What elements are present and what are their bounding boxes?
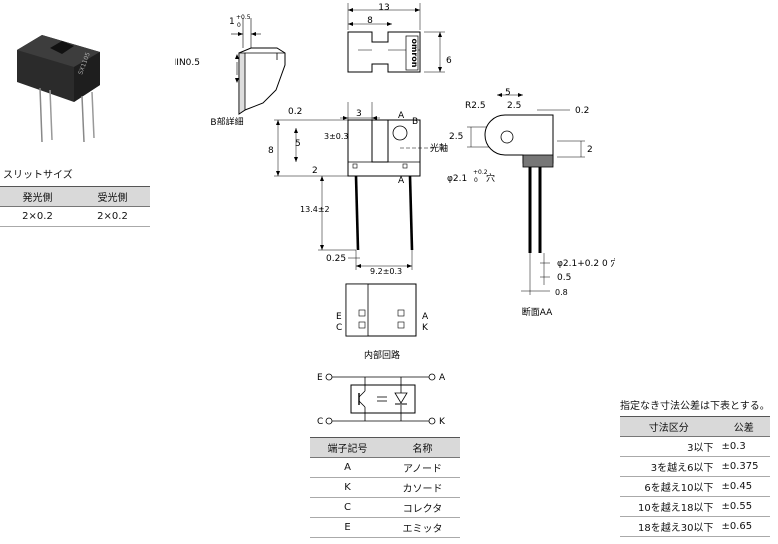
tol-value: ±0.65 xyxy=(717,516,770,537)
dim-9-2: 9.2±0.3 xyxy=(370,267,402,276)
internal-package-drawing: E C A K 内部回路 xyxy=(336,283,429,361)
circuit-e: E xyxy=(317,373,323,383)
dim-3: 3 xyxy=(356,109,362,119)
tol-range: 18を越え30以下 xyxy=(620,516,718,537)
label-a-bottom: A xyxy=(398,176,405,186)
dim-0-25: 0.25 xyxy=(326,254,346,264)
table-row: 18を越え30以下 ±0.65 xyxy=(620,516,770,537)
svg-text:0: 0 xyxy=(237,22,241,29)
label-optical-axis: 光軸 xyxy=(430,142,448,154)
dim-5: 5 xyxy=(295,139,301,149)
table-row: 10を越え18以下 ±0.55 xyxy=(620,496,770,517)
slit-table: 発光側 受光側 2×0.2 2×0.2 xyxy=(0,186,150,227)
tol-header-value: 公差 xyxy=(717,416,770,437)
dim-8: 8 xyxy=(367,16,373,26)
detail-b-min: MIN0.5 xyxy=(175,58,200,68)
circuit-k: K xyxy=(439,417,446,427)
terminal-symbol: K xyxy=(310,477,385,498)
tol-range: 3以下 xyxy=(620,436,718,457)
sec-dim-0-2: 0.2 xyxy=(575,106,589,116)
terminal-symbol: E xyxy=(310,517,385,538)
terminal-name: コレクタ xyxy=(385,497,460,518)
tol-value: ±0.55 xyxy=(717,496,770,517)
dim-3-tol: 3±0.3 xyxy=(324,132,349,141)
product-photo: SX1105 xyxy=(17,35,100,143)
svg-text:穴: 穴 xyxy=(486,172,495,184)
tolerance-table: 寸法区分 公差 3以下 ±0.3 3を越え6以下 ±0.375 6を越え10以下… xyxy=(620,416,770,537)
tol-value: ±0.45 xyxy=(717,476,770,497)
slit-header-emitter: 発光側 xyxy=(0,186,75,207)
slit-header-receiver: 受光側 xyxy=(75,186,150,207)
dim-13-4: 13.4±2 xyxy=(300,205,330,214)
table-row: E エミッタ xyxy=(310,517,460,538)
sec-caption: 断面AA xyxy=(522,306,553,318)
terminal-table: 端子記号 名称 A アノード K カソード C コレクタ E エミッタ xyxy=(310,437,460,538)
detail-b-caption: B部詳細 xyxy=(210,116,243,125)
sec-dim-2-5-left: 2.5 xyxy=(449,132,463,142)
tol-range: 3を越え6以下 xyxy=(620,456,718,477)
table-row: A アノード xyxy=(310,457,460,478)
svg-text:+0.5: +0.5 xyxy=(236,14,251,21)
table-row: 3以下 ±0.3 xyxy=(620,436,770,457)
terminal-symbol: A xyxy=(310,457,385,478)
dim-6: 6 xyxy=(446,56,452,66)
table-row: 6を越え10以下 ±0.45 xyxy=(620,476,770,497)
detail-b-dim-top: 1 xyxy=(229,17,235,27)
svg-text:+0.2: +0.2 xyxy=(473,169,488,176)
terminal-name: エミッタ xyxy=(385,517,460,538)
label-a-top: A xyxy=(398,111,405,121)
sec-dim-2-5-top: 2.5 xyxy=(507,101,521,111)
main-view-drawing: 13 8 omron 6 3 0.2 5 3±0.3 8 A B A 光軸 2 … xyxy=(268,3,452,276)
sec-dim-0-5: φ2.1+0.2 0 穴 xyxy=(557,257,615,269)
sec-dim-r2-5: R2.5 xyxy=(465,101,486,111)
tol-value: ±0.375 xyxy=(717,456,770,477)
label-b: B xyxy=(412,117,418,127)
table-row: K カソード xyxy=(310,477,460,498)
dim-2: 2 xyxy=(312,166,318,176)
dim-0-2: 0.2 xyxy=(288,107,302,117)
table-row: C コレクタ xyxy=(310,497,460,518)
circuit-a: A xyxy=(439,373,446,383)
pkg-pin-a: A xyxy=(422,312,429,322)
terminal-name: アノード xyxy=(385,457,460,478)
terminal-symbol: C xyxy=(310,497,385,518)
circuit-schematic: E C A K xyxy=(317,373,446,427)
sec-dim-2: 2 xyxy=(587,145,593,155)
terminal-header-symbol: 端子記号 xyxy=(310,437,385,458)
terminal-header-name: 名称 xyxy=(385,437,460,458)
tol-range: 10を越え18以下 xyxy=(620,496,718,517)
tol-value: ±0.3 xyxy=(717,436,770,457)
pkg-pin-e: E xyxy=(336,312,342,322)
dim-8-height: 8 xyxy=(268,146,274,156)
omron-marking: omron xyxy=(410,39,419,68)
sec-dim-5: 5 xyxy=(505,88,511,98)
tol-header-range: 寸法区分 xyxy=(620,416,718,437)
internal-caption: 内部回路 xyxy=(364,349,400,361)
pkg-pin-c: C xyxy=(336,323,342,333)
slit-title: スリットサイズ xyxy=(3,170,73,181)
tolerance-note: 指定なき寸法公差は下表とする。 xyxy=(620,401,770,412)
slit-value-receiver: 2×0.2 xyxy=(75,206,150,227)
tol-range: 6を越え10以下 xyxy=(620,476,718,497)
dim-13: 13 xyxy=(378,3,389,13)
slit-value-emitter: 2×0.2 xyxy=(0,206,75,227)
svg-text:0: 0 xyxy=(474,177,478,184)
terminal-name: カソード xyxy=(385,477,460,498)
pkg-pin-k: K xyxy=(422,323,429,333)
sec-dim-0-8: 0.5 xyxy=(557,273,571,283)
sec-dim-1-94: 0.8 xyxy=(555,288,568,297)
detail-b-drawing: 1 +0.5 0 MIN0.5 B部詳細 xyxy=(175,14,286,125)
circuit-c: C xyxy=(317,417,323,427)
sec-dim-hole: φ2.1 xyxy=(447,174,467,184)
table-row: 3を越え6以下 ±0.375 xyxy=(620,456,770,477)
section-aa-drawing: 5 R2.5 2.5 0.2 2.5 2 φ2.1 +0.2 0 穴 φ2.1+… xyxy=(447,88,615,318)
